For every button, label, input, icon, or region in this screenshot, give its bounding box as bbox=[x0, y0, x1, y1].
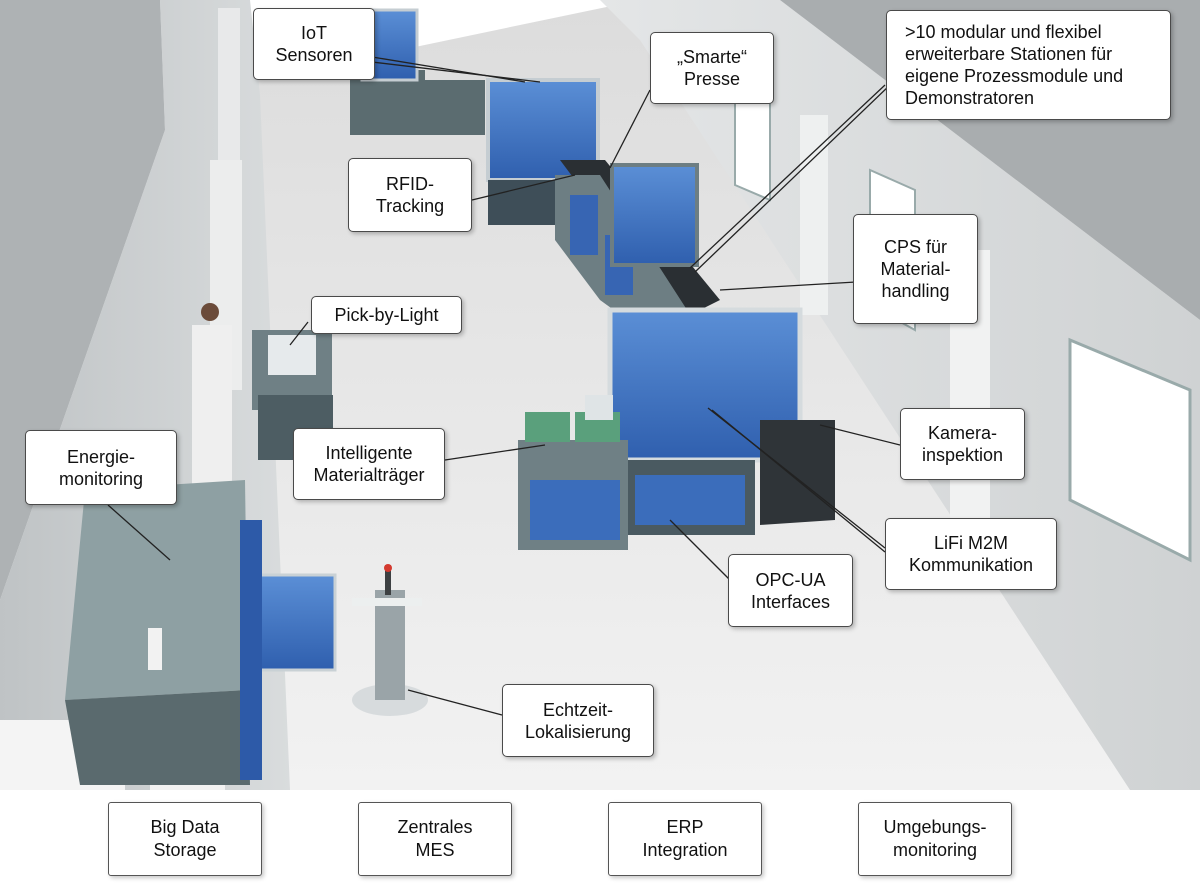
window bbox=[1068, 337, 1192, 563]
callout-kamera: Kamera- inspektion bbox=[900, 408, 1025, 480]
person bbox=[201, 303, 219, 321]
footer-big-data-storage: Big Data Storage bbox=[108, 802, 262, 876]
callout-lifi: LiFi M2M Kommunikation bbox=[885, 518, 1057, 590]
footer-bar: Big Data Storage Zentrales MES ERP Integ… bbox=[0, 790, 1200, 896]
callout-smarte-presse: „Smarte“ Presse bbox=[650, 32, 774, 104]
station-kamera bbox=[607, 307, 835, 535]
callout-pick-by-light: Pick-by-Light bbox=[311, 296, 462, 334]
station-presse bbox=[486, 78, 600, 225]
footer-zentrales-mes: Zentrales MES bbox=[358, 802, 512, 876]
callout-stationen: >10 modular und flexibel erweiterbare St… bbox=[886, 10, 1171, 120]
callout-rfid-tracking: RFID- Tracking bbox=[348, 158, 472, 232]
footer-umgebungsmonitoring: Umgebungs- monitoring bbox=[858, 802, 1012, 876]
callout-echtzeit: Echtzeit- Lokalisierung bbox=[502, 684, 654, 757]
callout-iot-sensoren: IoT Sensoren bbox=[253, 8, 375, 80]
callout-cps: CPS für Material- handling bbox=[853, 214, 978, 324]
callout-materialtraeger: Intelligente Materialträger bbox=[293, 428, 445, 500]
callout-energie: Energie- monitoring bbox=[25, 430, 177, 505]
footer-erp-integration: ERP Integration bbox=[608, 802, 762, 876]
station-cps bbox=[610, 163, 699, 267]
callout-opcua: OPC-UA Interfaces bbox=[728, 554, 853, 627]
station-traeger bbox=[518, 395, 628, 550]
